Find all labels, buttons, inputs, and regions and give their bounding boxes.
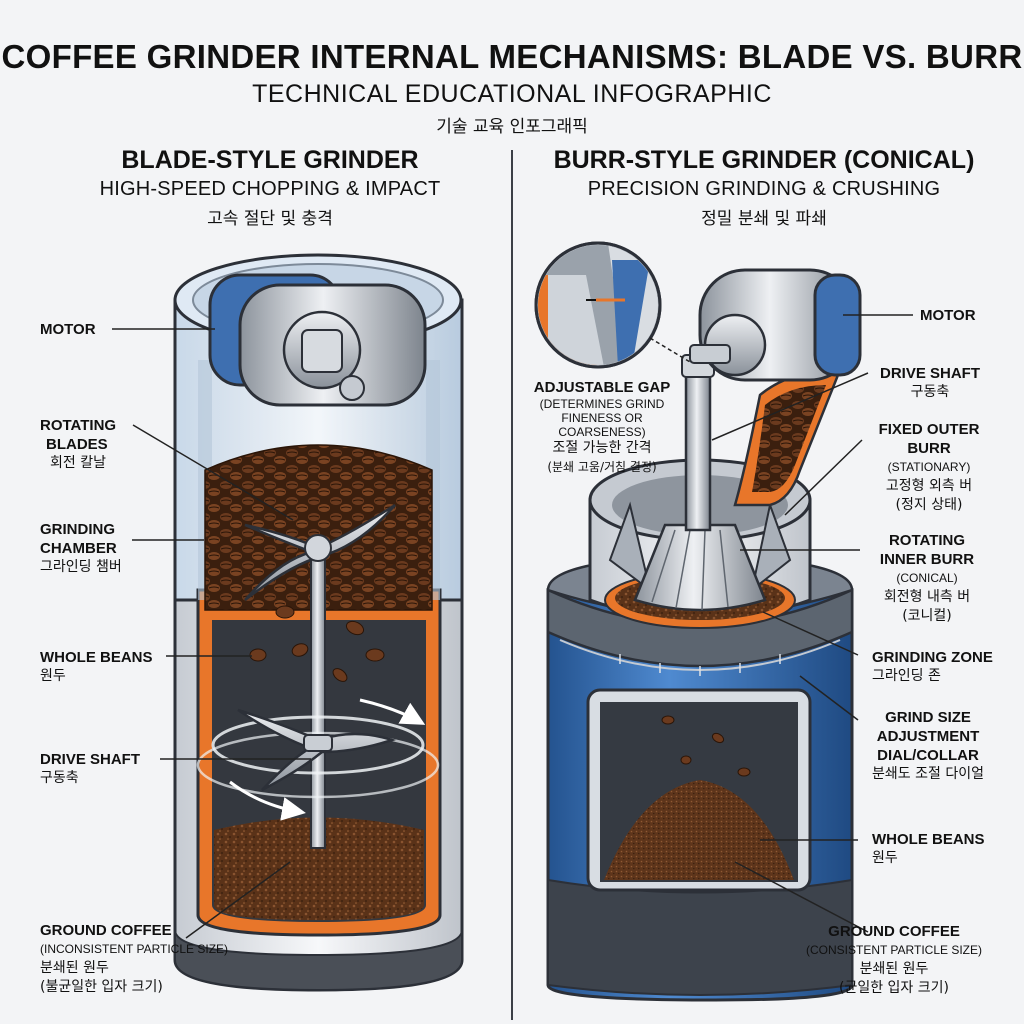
label-note: (CONICAL): [896, 571, 958, 585]
label-text: WHOLE BEANS: [40, 649, 153, 666]
label-text-korean: 그라인딩 존: [872, 668, 941, 684]
label-text-korean: 회전형 내측 버: [883, 589, 971, 605]
label-text: BLADES: [46, 436, 108, 453]
label-text: DRIVE SHAFT: [40, 751, 141, 768]
blade-grinder: [173, 253, 464, 992]
label-text-korean: 고정형 외측 버: [885, 478, 973, 494]
label-text-korean: 분쇄된 원두: [40, 960, 109, 976]
label-text: ROTATING: [40, 417, 117, 434]
label-burr-ground-coffee: GROUND COFFEE (CONSISTENT PARTICLE SIZE)…: [790, 922, 998, 998]
label-text-korean: 원두: [40, 668, 66, 684]
label-rotating-inner-burr: ROTATING INNER BURR (CONICAL) 회전형 내측 버 (…: [862, 531, 992, 626]
label-grind-size-dial: GRIND SIZE ADJUSTMENT DIAL/COLLAR 분쇄도 조절…: [858, 708, 998, 784]
label-burr-motor: MOTOR: [920, 306, 976, 325]
label-rotating-blades: ROTATING BLADES 회전 칼날: [40, 416, 116, 473]
label-note: (DETERMINES GRIND: [539, 397, 665, 411]
label-text: ADJUSTABLE GAP: [533, 379, 671, 396]
burr-section-title: BURR-STYLE GRINDER (CONICAL): [553, 146, 975, 174]
label-blade-motor: MOTOR: [40, 320, 96, 339]
label-burr-drive-shaft: DRIVE SHAFT 구동축: [870, 364, 990, 402]
label-text-korean: 구동축: [910, 384, 950, 400]
label-text-korean: 조절 가능한 간격: [552, 440, 652, 456]
label-text-korean: 분쇄도 조절 다이얼: [872, 766, 984, 782]
label-text-korean: 그라인딩 챔버: [40, 559, 122, 575]
label-text: DRIVE SHAFT: [879, 365, 980, 382]
label-note-korean: (정지 상태): [895, 497, 963, 513]
label-text: MOTOR: [40, 321, 96, 338]
label-note-korean: (코니컬): [902, 608, 952, 624]
page-subtitle-korean: 기술 교육 인포그래픽: [436, 117, 588, 137]
burr-section-subtitle-korean: 정밀 분쇄 및 파쇄: [701, 209, 827, 229]
label-text: FIXED OUTER: [878, 421, 980, 438]
label-text: ROTATING: [888, 532, 966, 549]
page-subtitle: TECHNICAL EDUCATIONAL INFOGRAPHIC: [252, 80, 772, 108]
label-blade-whole-beans: WHOLE BEANS 원두: [40, 648, 153, 686]
label-fixed-outer-burr: FIXED OUTER BURR (STATIONARY) 고정형 외측 버 (…: [864, 420, 994, 515]
blade-section-title: BLADE-STYLE GRINDER: [121, 146, 419, 174]
label-text: ADJUSTMENT: [876, 728, 980, 745]
section-divider: [511, 150, 513, 1020]
label-adjustable-gap: ADJUSTABLE GAP (DETERMINES GRIND FINENES…: [522, 378, 682, 477]
label-note: (STATIONARY): [887, 460, 971, 474]
label-text: INNER BURR: [879, 551, 975, 568]
label-note: (CONSISTENT PARTICLE SIZE): [805, 943, 983, 957]
label-text-korean: 분쇄된 원두: [859, 961, 929, 977]
burr-grinder: [534, 241, 862, 1002]
label-text: DIAL/COLLAR: [877, 747, 979, 764]
label-text: GROUND COFFEE: [828, 923, 960, 940]
blade-section-subtitle-korean: 고속 절단 및 충격: [207, 209, 333, 229]
label-text: GRIND SIZE: [885, 709, 971, 726]
label-text: BURR: [907, 440, 951, 457]
label-text-korean: 원두: [872, 850, 898, 866]
label-text: GROUND COFFEE: [40, 922, 172, 939]
label-text-korean: 구동축: [40, 770, 79, 786]
label-text: CHAMBER: [40, 540, 117, 557]
label-blade-ground-coffee: GROUND COFFEE (INCONSISTENT PARTICLE SIZ…: [40, 921, 228, 997]
label-text: GRINDING ZONE: [872, 649, 993, 666]
label-note-korean: (불균일한 입자 크기): [40, 979, 163, 995]
label-grinding-chamber: GRINDING CHAMBER 그라인딩 챔버: [40, 520, 122, 577]
label-blade-drive-shaft: DRIVE SHAFT 구동축: [40, 750, 140, 788]
blade-section-subtitle: HIGH-SPEED CHOPPING & IMPACT: [99, 178, 441, 200]
label-grinding-zone: GRINDING ZONE 그라인딩 존: [872, 648, 993, 686]
label-text-korean: 회전 칼날: [50, 455, 106, 471]
label-note: FINENESS OR COARSENESS): [558, 411, 646, 439]
label-note-korean: (분쇄 고움/거침 결정): [547, 460, 657, 474]
label-text: GRINDING: [40, 521, 115, 538]
label-note: (INCONSISTENT PARTICLE SIZE): [40, 942, 229, 956]
label-burr-whole-beans: WHOLE BEANS 원두: [872, 830, 985, 868]
label-text: WHOLE BEANS: [872, 831, 985, 848]
burr-section-subtitle: PRECISION GRINDING & CRUSHING: [587, 178, 941, 200]
label-text: MOTOR: [920, 307, 976, 324]
page-title: COFFEE GRINDER INTERNAL MECHANISMS: BLAD…: [1, 38, 1023, 75]
label-note-korean: (균일한 입자 크기): [839, 980, 949, 996]
